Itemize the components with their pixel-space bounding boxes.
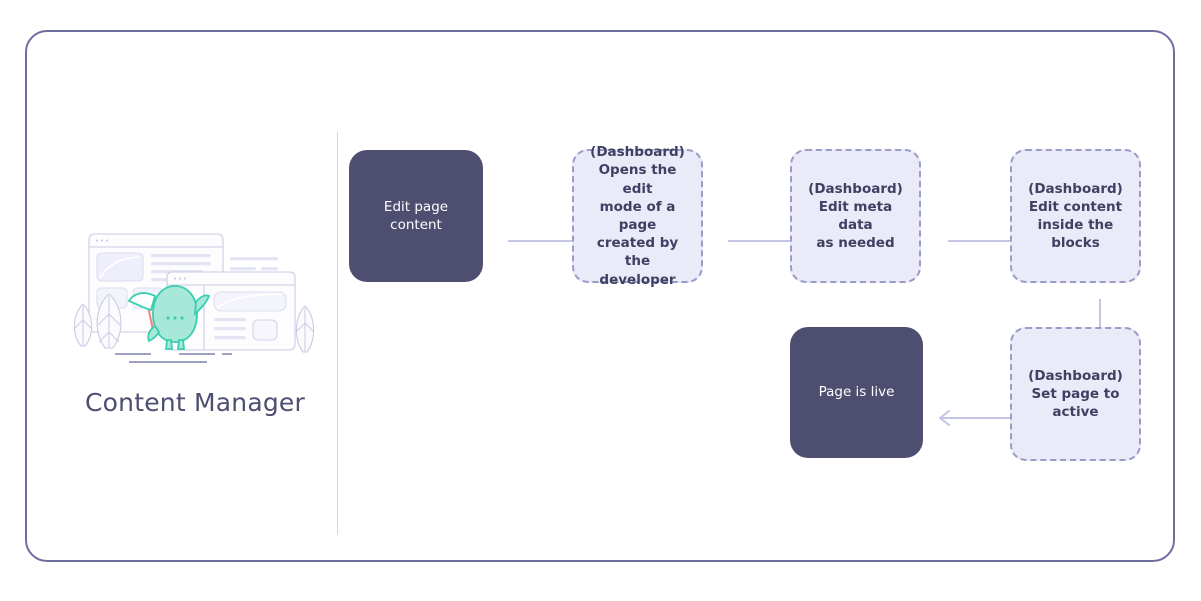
diagram-frame: Content Manager Edit page content (Dashb…	[25, 30, 1175, 562]
flow-node-page-is-live[interactable]: Page is live	[790, 327, 923, 458]
flow-node-label: (Dashboard) Edit content inside the bloc…	[1028, 180, 1123, 252]
flow-node-label: (Dashboard) Edit meta data as needed	[808, 180, 903, 252]
persona-panel: Content Manager	[67, 222, 323, 437]
persona-title: Content Manager	[85, 388, 305, 417]
vertical-divider	[337, 132, 338, 535]
flow-node-label: (Dashboard) Opens the edit mode of a pag…	[590, 144, 685, 288]
flow-node-edit-page-content[interactable]: Edit page content	[349, 150, 483, 282]
flow-node-edit-content-blocks[interactable]: (Dashboard) Edit content inside the bloc…	[1010, 149, 1141, 283]
flow-node-label: Edit page content	[383, 198, 449, 233]
flow-node-label: (Dashboard) Set page to active	[1028, 367, 1123, 421]
flow-node-set-page-active[interactable]: (Dashboard) Set page to active	[1010, 327, 1141, 461]
flow-node-edit-meta-data[interactable]: (Dashboard) Edit meta data as needed	[790, 149, 921, 283]
flow-node-opens-edit-mode[interactable]: (Dashboard) Opens the edit mode of a pag…	[572, 144, 703, 288]
content-manager-mascot-illustration	[67, 222, 323, 382]
flow-node-label: Page is live	[818, 384, 895, 401]
